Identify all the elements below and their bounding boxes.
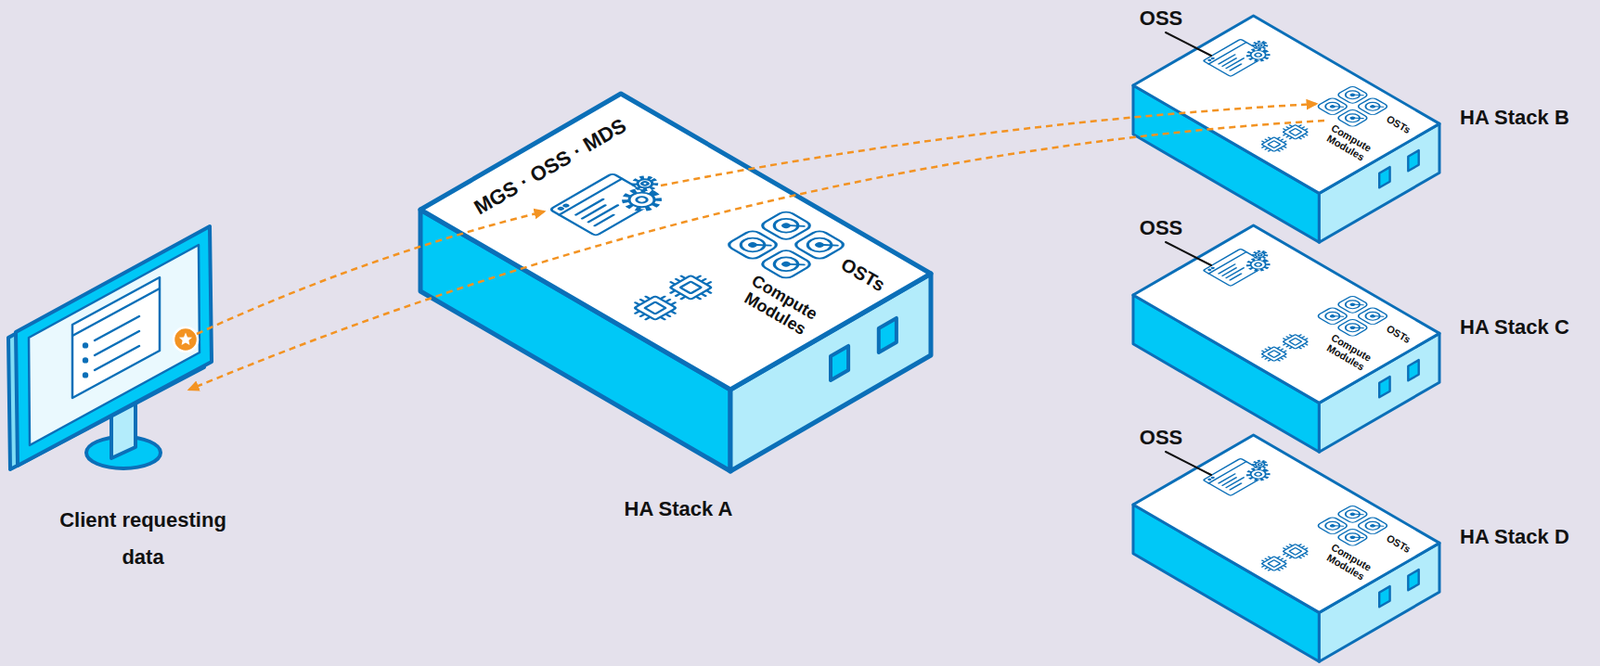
monitor-screen (28, 245, 200, 446)
leader-line (1165, 451, 1212, 476)
port-square (1379, 376, 1390, 398)
stack-name: HA Stack D (1459, 526, 1570, 549)
leader-line (1165, 242, 1212, 266)
port-square (830, 346, 849, 381)
server-icon (1202, 244, 1279, 288)
monitor-back (8, 232, 205, 470)
leader-line (1165, 32, 1212, 56)
ha-stack: OSSOSTsCompute ModulesHA Stack D (1118, 419, 1597, 665)
client-label: Client requesting data (52, 502, 234, 577)
server-icon (549, 165, 676, 239)
port-square (1379, 586, 1390, 607)
disk-icon (1355, 516, 1389, 536)
port-square (1407, 150, 1419, 171)
port-square (1407, 569, 1419, 591)
disk-icon (1355, 307, 1389, 326)
stack-name: HA Stack C (1459, 316, 1570, 339)
badge-star (179, 333, 193, 347)
ha-stack: MGS · OSS · MDSOSTsCompute ModulesHA Sta… (408, 83, 947, 530)
top-face (1133, 15, 1440, 194)
monitor-bezel (15, 226, 212, 466)
top-face (1133, 225, 1440, 403)
list-dot (82, 372, 89, 378)
stack-name: HA Stack A (624, 498, 734, 521)
list-line (94, 331, 140, 356)
list-dot (82, 357, 89, 363)
port-square (878, 318, 897, 353)
chip-icon (1277, 541, 1314, 562)
top-face (1133, 435, 1440, 613)
ha-stack: OSSOSTsCompute ModulesHA Stack C (1118, 209, 1597, 455)
disk-icon (792, 229, 848, 261)
chip-icon (1277, 121, 1314, 142)
list-line (94, 346, 140, 371)
server-icon (1202, 34, 1279, 78)
oss-callout: OSS (1139, 426, 1183, 450)
chip-icon (661, 270, 721, 305)
server-icon (1202, 453, 1279, 498)
port-square (1379, 167, 1390, 188)
client-monitor: Client requesting data (4, 218, 228, 571)
oss-callout: OSS (1139, 217, 1183, 240)
top-face (420, 93, 931, 390)
ha-stack: OSSOSTsCompute ModulesHA Stack B (1118, 0, 1597, 246)
oss-callout: OSS (1139, 7, 1183, 30)
stack-name: HA Stack B (1459, 106, 1570, 130)
port-square (1407, 360, 1419, 381)
chip-icon (1277, 331, 1314, 352)
ha-stack-outline (408, 83, 947, 530)
list-line (94, 316, 140, 341)
list-dot (82, 342, 89, 349)
request-badge (173, 327, 198, 352)
disk-icon (1355, 97, 1389, 117)
app-window (72, 277, 160, 399)
